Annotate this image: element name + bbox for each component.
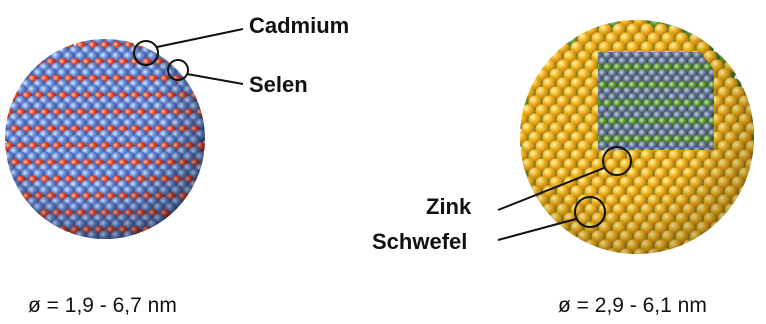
cdse-shading <box>5 39 205 239</box>
schwefel-leader-line <box>498 219 576 240</box>
shell-shading <box>520 20 754 254</box>
left-diameter-label: ø = 1,9 - 6,7 nm <box>28 294 177 318</box>
zink-label: Zink <box>426 194 471 220</box>
right-diameter-label: ø = 2,9 - 6,1 nm <box>558 294 707 318</box>
schwefel-label: Schwefel <box>372 229 467 255</box>
selen-leader-line <box>187 74 243 84</box>
selen-label: Selen <box>249 72 308 98</box>
cadmium-leader-line <box>157 29 243 47</box>
cadmium-label: Cadmium <box>249 13 349 39</box>
